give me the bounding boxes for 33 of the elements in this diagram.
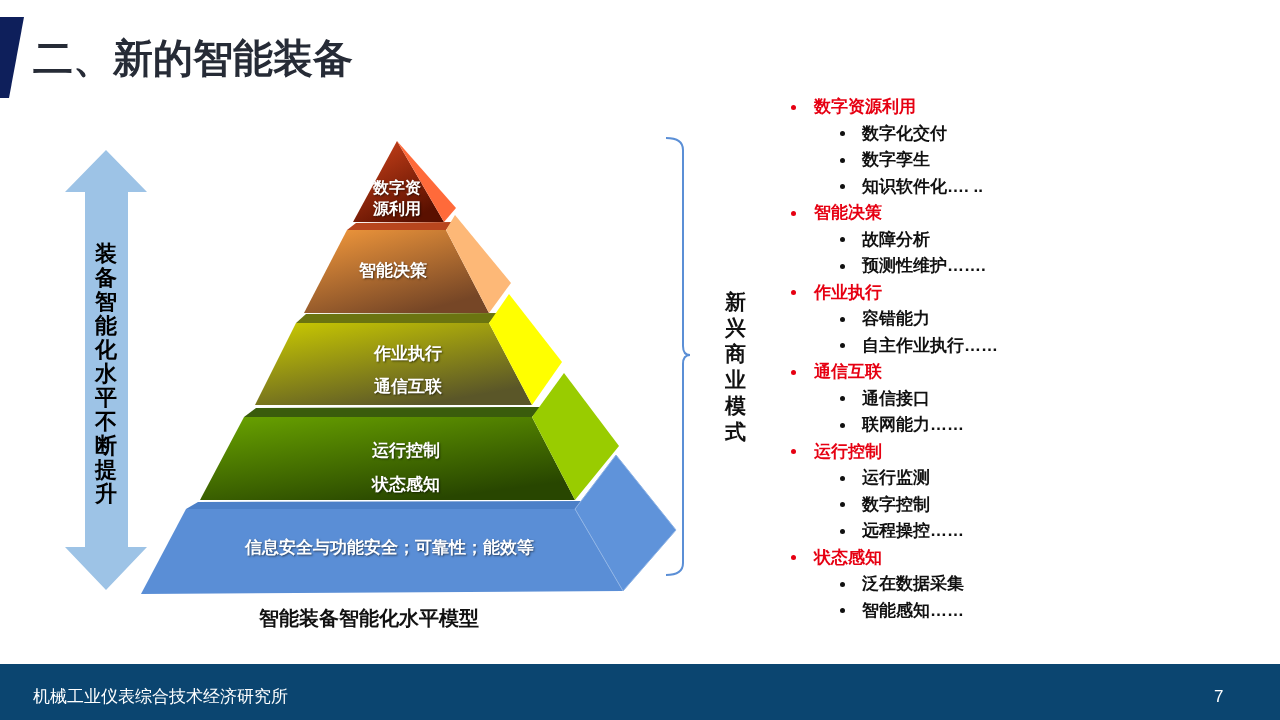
layer-label: 信息安全与功能安全；可靠性；能效等 [244, 537, 534, 559]
layer-label: 智能决策 [359, 260, 427, 282]
list-item: 通信接口 [862, 387, 930, 410]
list-item: 自主作业执行…… [862, 334, 998, 357]
list-item: 联网能力…… [862, 414, 964, 436]
layer-label: 运行控制 [372, 440, 440, 462]
footer-text: 机械工业仪表综合技术经济研究所 [33, 686, 288, 708]
layer-label: 作业执行 [374, 343, 442, 365]
page-number: 7 [1214, 686, 1224, 708]
list-item: 数字控制 [862, 493, 930, 516]
arrow-label: 装备智能化水平不断提升 [95, 242, 117, 506]
figure-caption: 智能装备智能化水平模型 [259, 606, 479, 631]
list-heading: 运行控制 [814, 440, 882, 463]
list-heading: 数字资源利用 [814, 96, 916, 118]
slide-title: 二、新的智能装备 [33, 35, 353, 82]
list-heading: 通信互联 [814, 361, 882, 383]
list-item: 容错能力 [862, 308, 930, 330]
list-item: 故障分析 [862, 228, 930, 251]
list-item: 运行监测 [862, 467, 930, 489]
list-heading: 智能决策 [814, 202, 882, 224]
list-item: 预测性维护……. [862, 255, 986, 277]
list-item: 数字化交付 [862, 122, 947, 145]
layer-label: 数字资源利用 [372, 178, 422, 219]
list-item: 智能感知…… [862, 599, 964, 622]
list-item: 数字孪生 [862, 149, 930, 171]
list-item: 泛在数据采集 [862, 573, 964, 595]
layer-label: 状态感知 [372, 474, 440, 496]
list-item: 知识软件化…. .. [862, 175, 983, 198]
list-heading: 状态感知 [814, 546, 882, 569]
list-heading: 作业执行 [814, 281, 882, 304]
layer-label: 通信互联 [374, 376, 442, 398]
list-item: 远程操控…… [862, 520, 964, 542]
bracket-label: 新兴商业模式 [724, 289, 746, 445]
